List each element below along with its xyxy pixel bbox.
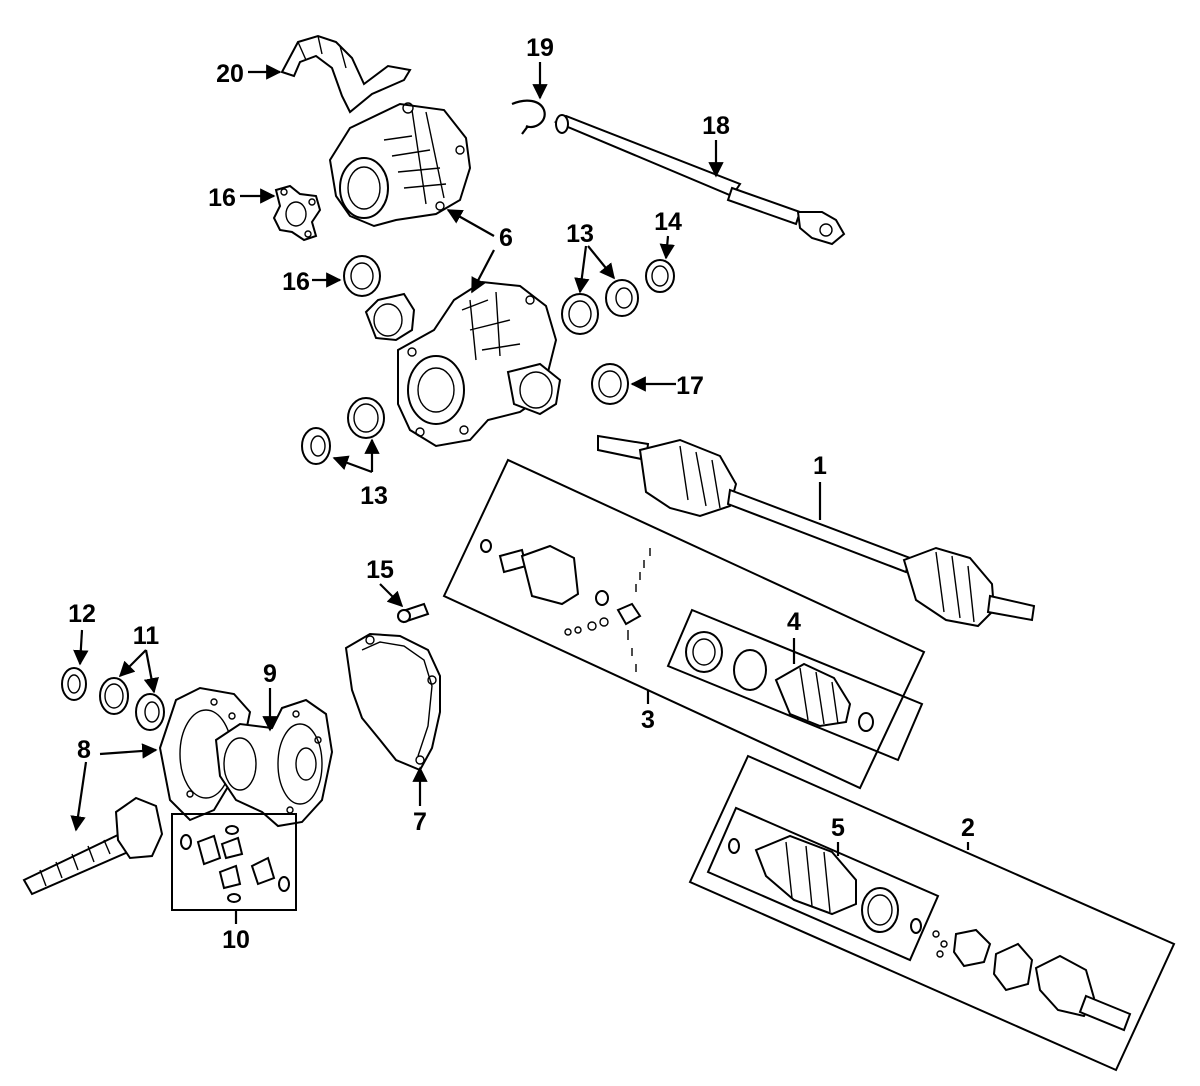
leader-lines	[70, 62, 970, 924]
bearing-lower-part	[301, 397, 385, 465]
clip-part	[511, 99, 546, 135]
callout-3: 3	[641, 706, 655, 734]
axle-housing-upper-part	[328, 102, 472, 228]
callout-17: 15	[366, 556, 394, 584]
outer-cv-joint-part	[932, 928, 1132, 1032]
callout-5: 5	[831, 814, 845, 842]
callout-15: 16	[208, 184, 236, 212]
heat-shield-part	[280, 34, 412, 114]
callout-6: 6	[499, 224, 513, 252]
callout-13-lower: 13	[360, 482, 388, 510]
shim-part	[645, 259, 675, 293]
outer-boot-kit-part	[706, 806, 940, 962]
callout-20: 20	[216, 60, 244, 88]
diff-shim-part	[61, 667, 87, 701]
inner-joint-kit-part	[442, 458, 926, 790]
callout-1: 1	[813, 452, 827, 480]
differential-carrier-part	[364, 280, 562, 448]
callout-7: 7	[413, 808, 427, 836]
rear-cover-part	[344, 632, 441, 772]
inner-boot-kit-part	[666, 608, 924, 762]
pinion-flange-part	[272, 184, 322, 242]
callout-labels: 20 19 18 16 6 16 13 14 17 13 1 15 12 11 …	[68, 34, 975, 954]
callout-10: 10	[222, 926, 250, 954]
axle-shaft-assembly-part	[597, 434, 1036, 628]
callout-16-upper: 16	[282, 268, 310, 296]
callout-19: 19	[526, 34, 554, 62]
callout-12: 12	[68, 600, 96, 628]
seal-right-part	[591, 363, 629, 405]
bolt-part	[397, 602, 430, 624]
callout-11: 11	[133, 622, 160, 650]
callout-9: 9	[263, 660, 277, 688]
callout-18: 18	[702, 112, 730, 140]
callout-13-upper: 13	[566, 220, 594, 248]
callout-14: 14	[654, 208, 682, 236]
callout-2: 2	[961, 814, 975, 842]
callout-16-right: 17	[676, 372, 704, 400]
callout-4: 4	[787, 608, 801, 636]
drive-shaft-part	[553, 114, 846, 246]
differential-case-part	[214, 698, 334, 828]
gear-kit-part	[171, 813, 297, 911]
callout-8: 8	[77, 736, 91, 764]
bearing-upper-part	[561, 279, 639, 335]
diff-bearing-part	[99, 677, 165, 731]
seal-upper-part	[343, 255, 381, 297]
outer-joint-kit-part	[688, 754, 1176, 1072]
